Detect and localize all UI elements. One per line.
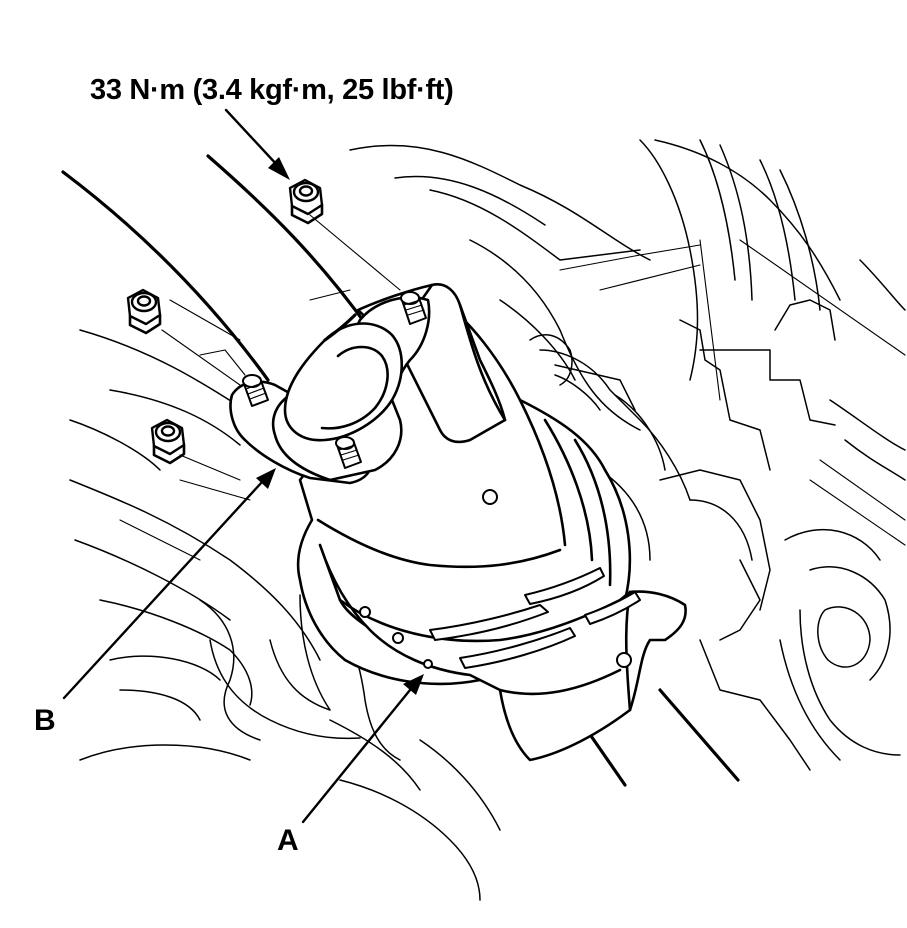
stud-left — [242, 374, 269, 407]
flange-nuts — [126, 178, 324, 465]
callout-a-label: A — [277, 824, 299, 857]
alignment-lines — [161, 214, 401, 481]
stud-lower — [335, 436, 362, 469]
studs — [242, 291, 427, 469]
torque-leader — [224, 108, 290, 180]
leader-a — [301, 674, 424, 824]
callout-b-label: B — [34, 704, 56, 737]
nut-middle — [126, 288, 162, 335]
nut-bottom — [150, 418, 186, 465]
leader-b — [62, 468, 276, 700]
leader-lines — [62, 108, 424, 824]
stud-upper — [400, 291, 427, 325]
flange-assembly — [229, 296, 431, 485]
nut-top — [288, 178, 324, 225]
torque-spec-label: 33 N·m (3.4 kgf·m, 25 lbf·ft) — [90, 74, 454, 106]
